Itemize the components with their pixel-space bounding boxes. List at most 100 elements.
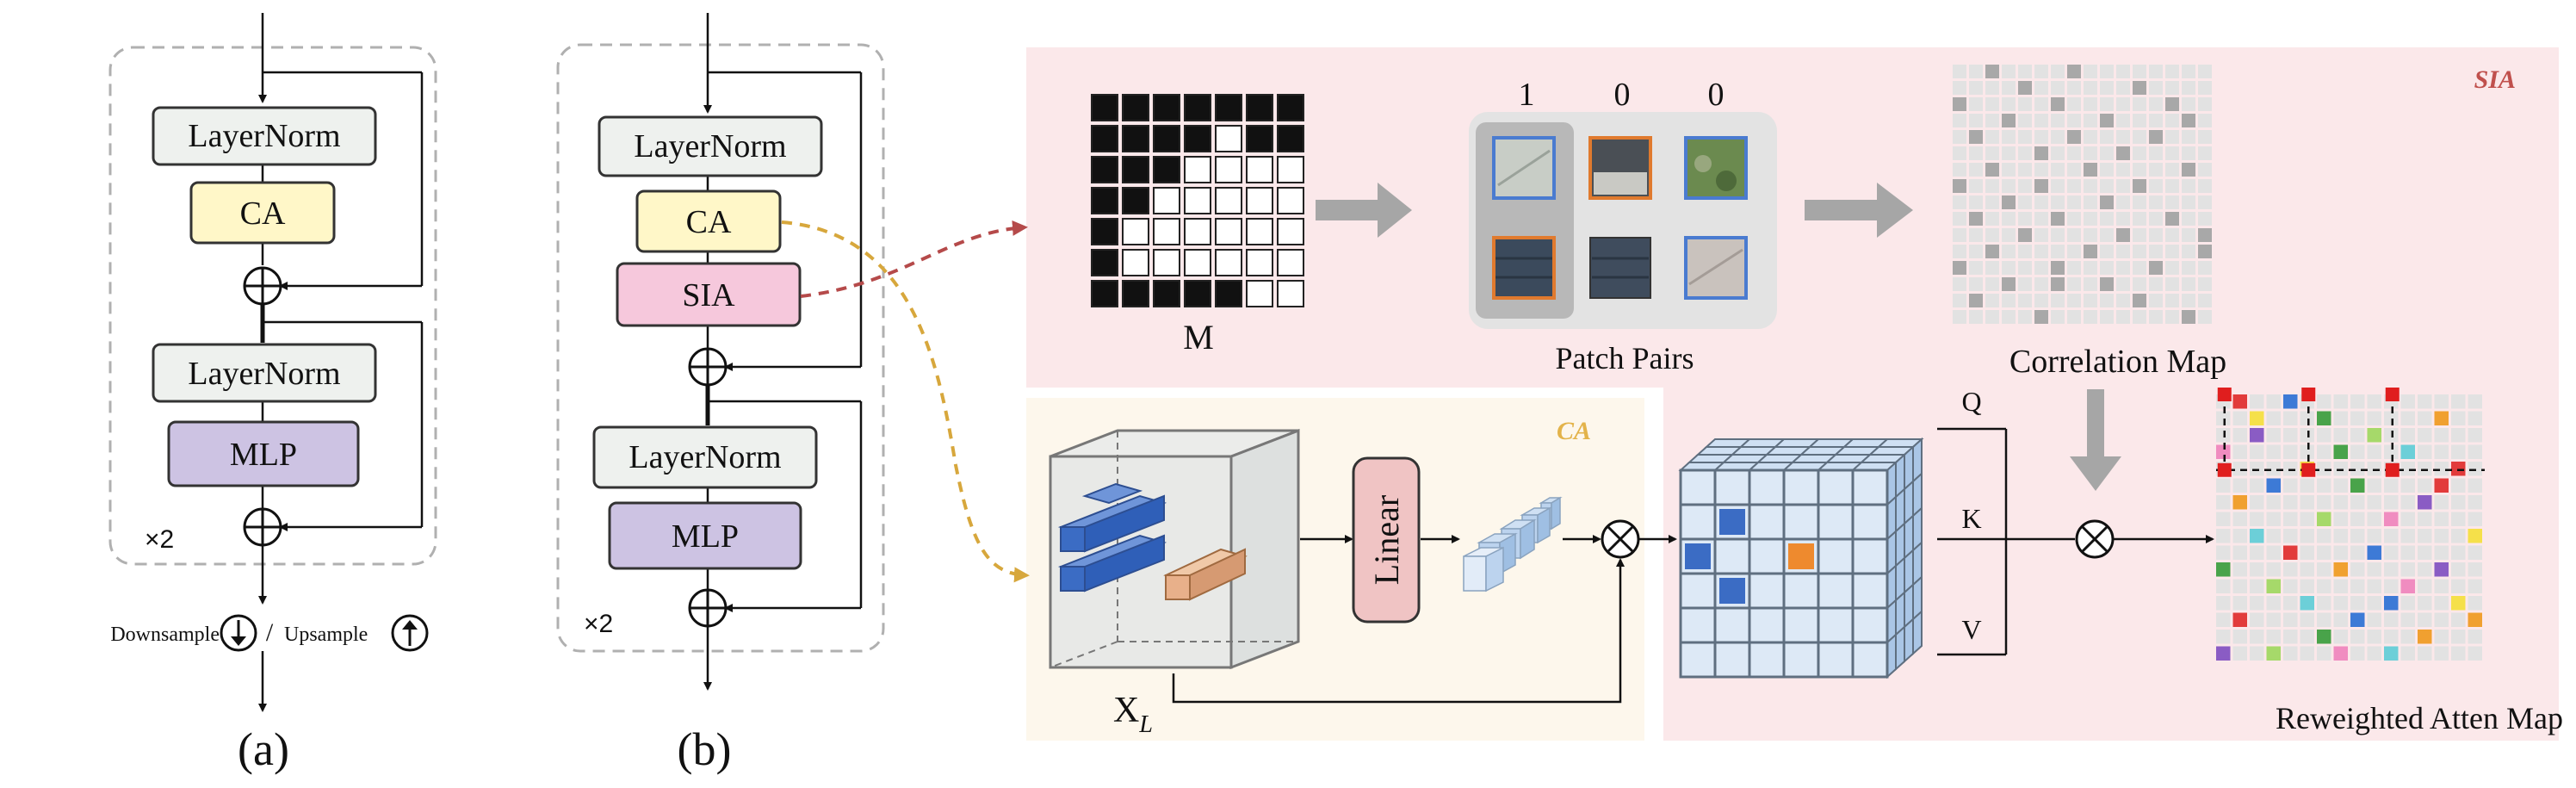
correlation-cell	[2116, 195, 2130, 209]
correlation-cell	[2018, 294, 2032, 307]
attention-cell	[2418, 646, 2432, 661]
correlation-cell	[1969, 245, 1983, 258]
mask-cell	[1091, 156, 1118, 183]
correlation-cell	[2002, 130, 2016, 144]
attention-cell	[2418, 512, 2432, 526]
attention-cell	[2283, 462, 2298, 476]
correlation-cell	[2034, 277, 2048, 291]
attention-cell	[2367, 495, 2381, 510]
correlation-cell	[2018, 163, 2032, 177]
attention-anchor	[2217, 462, 2232, 477]
attention-cell	[2266, 478, 2281, 493]
correlation-cell	[2149, 163, 2163, 177]
token-cell	[1679, 572, 1717, 610]
correlation-cell	[2149, 261, 2163, 275]
panel-b-ca-block	[635, 189, 782, 253]
correlation-cell	[2084, 261, 2097, 275]
correlation-cell	[1953, 146, 1966, 160]
mask-cell	[1246, 218, 1273, 245]
mask-cell	[1277, 125, 1304, 152]
mask-cell	[1277, 94, 1304, 121]
attention-cell	[2283, 495, 2298, 510]
correlation-cell	[2051, 310, 2065, 324]
correlation-cell	[2084, 212, 2097, 226]
token-cell	[1851, 572, 1889, 610]
correlation-cell	[1969, 179, 1983, 193]
mask-cell	[1184, 280, 1211, 307]
token-cell	[1851, 503, 1889, 541]
attention-cell	[2216, 495, 2231, 510]
correlation-cell	[2198, 97, 2212, 111]
correlation-cell	[1969, 114, 1983, 127]
correlation-cell	[2133, 130, 2146, 144]
attention-cell	[2317, 512, 2331, 526]
correlation-cell	[1969, 97, 1983, 111]
attention-cell	[2266, 462, 2281, 476]
mask-cell	[1215, 156, 1242, 183]
ca-region-label: CA	[1557, 417, 1591, 445]
panel-a-layernorm-top	[152, 106, 377, 166]
token-cell	[1748, 503, 1786, 541]
correlation-cell	[1953, 228, 1966, 242]
correlation-cell	[2116, 277, 2130, 291]
attention-cell	[2350, 545, 2365, 560]
attention-cell	[2333, 411, 2348, 425]
attention-cell	[2216, 444, 2231, 459]
attention-cell	[2300, 579, 2314, 593]
attention-cell	[2400, 545, 2415, 560]
attention-cell	[2250, 428, 2264, 443]
attention-cell	[2266, 495, 2281, 510]
correlation-cell	[1953, 310, 1966, 324]
mask-m-label: M	[1183, 318, 1214, 357]
attention-cell	[2418, 562, 2432, 577]
attention-cell	[2367, 512, 2381, 526]
correlation-cell	[2198, 195, 2212, 209]
correlation-cell	[2067, 310, 2081, 324]
token-cell	[1679, 641, 1717, 679]
token-cell	[1748, 572, 1786, 610]
attention-cell	[2317, 428, 2331, 443]
patch-tile-3	[1684, 136, 1748, 200]
attention-cell	[2400, 579, 2415, 593]
attention-cell	[2418, 411, 2432, 425]
token-cell	[1851, 606, 1889, 644]
correlation-cell	[1969, 261, 1983, 275]
correlation-cell	[2133, 294, 2146, 307]
attention-cell	[2283, 529, 2298, 543]
ca-connector	[781, 220, 1030, 583]
token-cell	[1748, 537, 1786, 575]
panel-a-add-op-1	[243, 266, 282, 306]
correlation-cell	[1953, 294, 1966, 307]
correlation-cell	[2165, 163, 2179, 177]
correlation-cell	[1985, 81, 1999, 95]
attention-cell	[2300, 444, 2314, 459]
attention-cell	[2451, 545, 2466, 560]
mask-cell	[1153, 156, 1180, 183]
correlation-cell	[2116, 81, 2130, 95]
correlation-cell	[2084, 81, 2097, 95]
correlation-cell	[2018, 228, 2032, 242]
attention-cell	[2468, 596, 2482, 611]
correlation-cell	[2002, 97, 2016, 111]
mask-cell	[1184, 218, 1211, 245]
attention-cell	[2283, 596, 2298, 611]
correlation-cell	[2034, 294, 2048, 307]
correlation-cell	[2084, 65, 2097, 78]
correlation-cell	[2149, 212, 2163, 226]
correlation-cell	[2165, 81, 2179, 95]
token-cell	[1817, 468, 1855, 506]
attention-cell	[2300, 411, 2314, 425]
correlation-cell	[1985, 310, 1999, 324]
attention-cell	[2400, 444, 2415, 459]
multiply-op-ca	[1601, 519, 1640, 559]
correlation-cell	[1969, 195, 1983, 209]
correlation-cell	[2018, 310, 2032, 324]
attention-cell	[2451, 428, 2466, 443]
attention-cell	[2384, 411, 2399, 425]
correlation-cell	[1969, 294, 1983, 307]
attention-cell	[2434, 596, 2449, 611]
correlation-cell	[2198, 294, 2212, 307]
attention-cell	[2216, 411, 2231, 425]
attention-cell	[2384, 495, 2399, 510]
attention-cell	[2367, 411, 2381, 425]
